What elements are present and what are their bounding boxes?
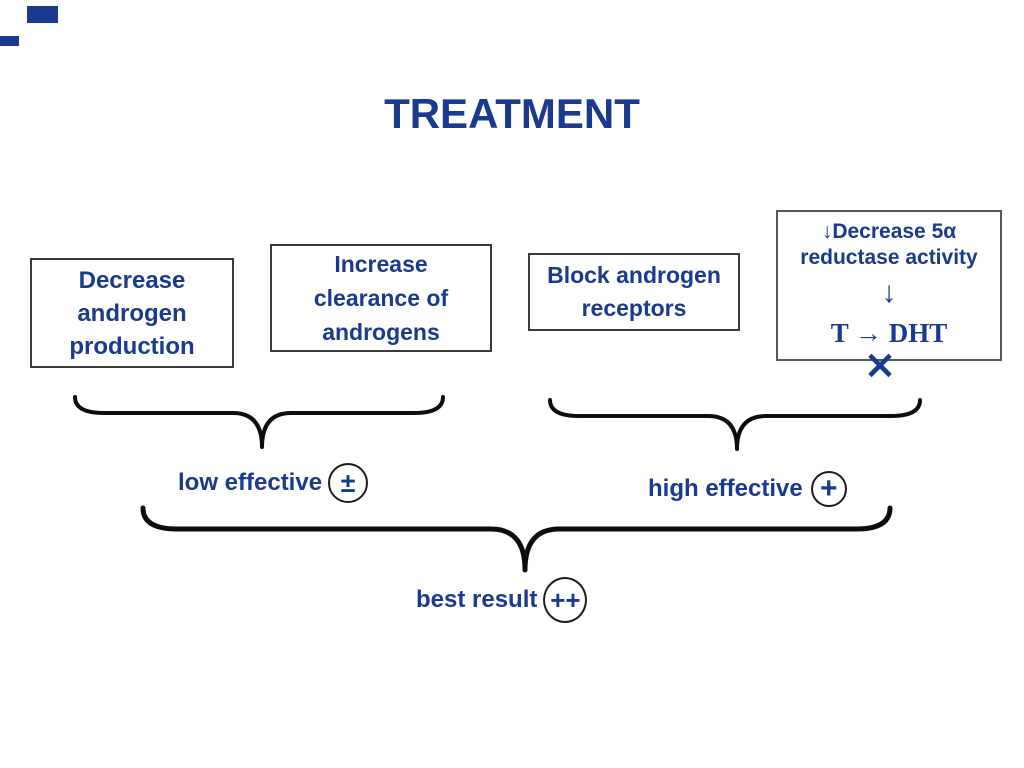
slide-edge-decor-left — [0, 36, 19, 46]
cross-out-icon: × — [863, 342, 897, 388]
box-increase-clearance-of-androgens: Increase clearance of androgens — [270, 244, 492, 352]
best-result-label: best result — [416, 586, 538, 613]
slide-title: TREATMENT — [384, 90, 640, 137]
box-line: androgens — [322, 319, 440, 345]
brace-best-group — [140, 505, 893, 573]
plus-badge: + — [810, 471, 847, 507]
brace-low-group — [73, 395, 445, 449]
box-block-androgen-receptors: Block androgen receptors — [528, 253, 740, 331]
box-decrease-androgen-production: Decrease androgen production — [30, 258, 234, 368]
brace-high-group — [548, 398, 922, 451]
high-effective-label: high effective — [648, 475, 803, 502]
box-line: production — [69, 332, 195, 360]
box-line: ↓Decrease 5α — [821, 220, 957, 243]
box-line: Block androgen — [547, 262, 721, 288]
box-line: receptors — [581, 295, 687, 321]
plus-plus-badge: ++ — [543, 577, 588, 623]
box-line: Increase — [334, 251, 428, 277]
best-result-label-group: best result ++ — [416, 577, 588, 623]
box-line: clearance of — [313, 285, 449, 311]
low-effective-label-group: low effective ± — [178, 462, 369, 504]
high-effective-label-group: high effective + — [648, 469, 847, 509]
box-line: reductase activity — [800, 246, 978, 269]
down-arrow-icon: ↓ — [881, 276, 897, 309]
box-decrease-5a-reductase-activity: ↓Decrease 5α reductase activity ↓ T → DH… — [776, 210, 1002, 361]
low-effective-label: low effective — [178, 469, 323, 496]
plus-minus-badge: ± — [328, 463, 369, 503]
slide-edge-decor-top — [27, 6, 58, 23]
t-to-dht-formula: T → DHT — [830, 318, 948, 348]
box-line: Decrease — [78, 266, 186, 294]
box-line: androgen — [77, 299, 187, 327]
